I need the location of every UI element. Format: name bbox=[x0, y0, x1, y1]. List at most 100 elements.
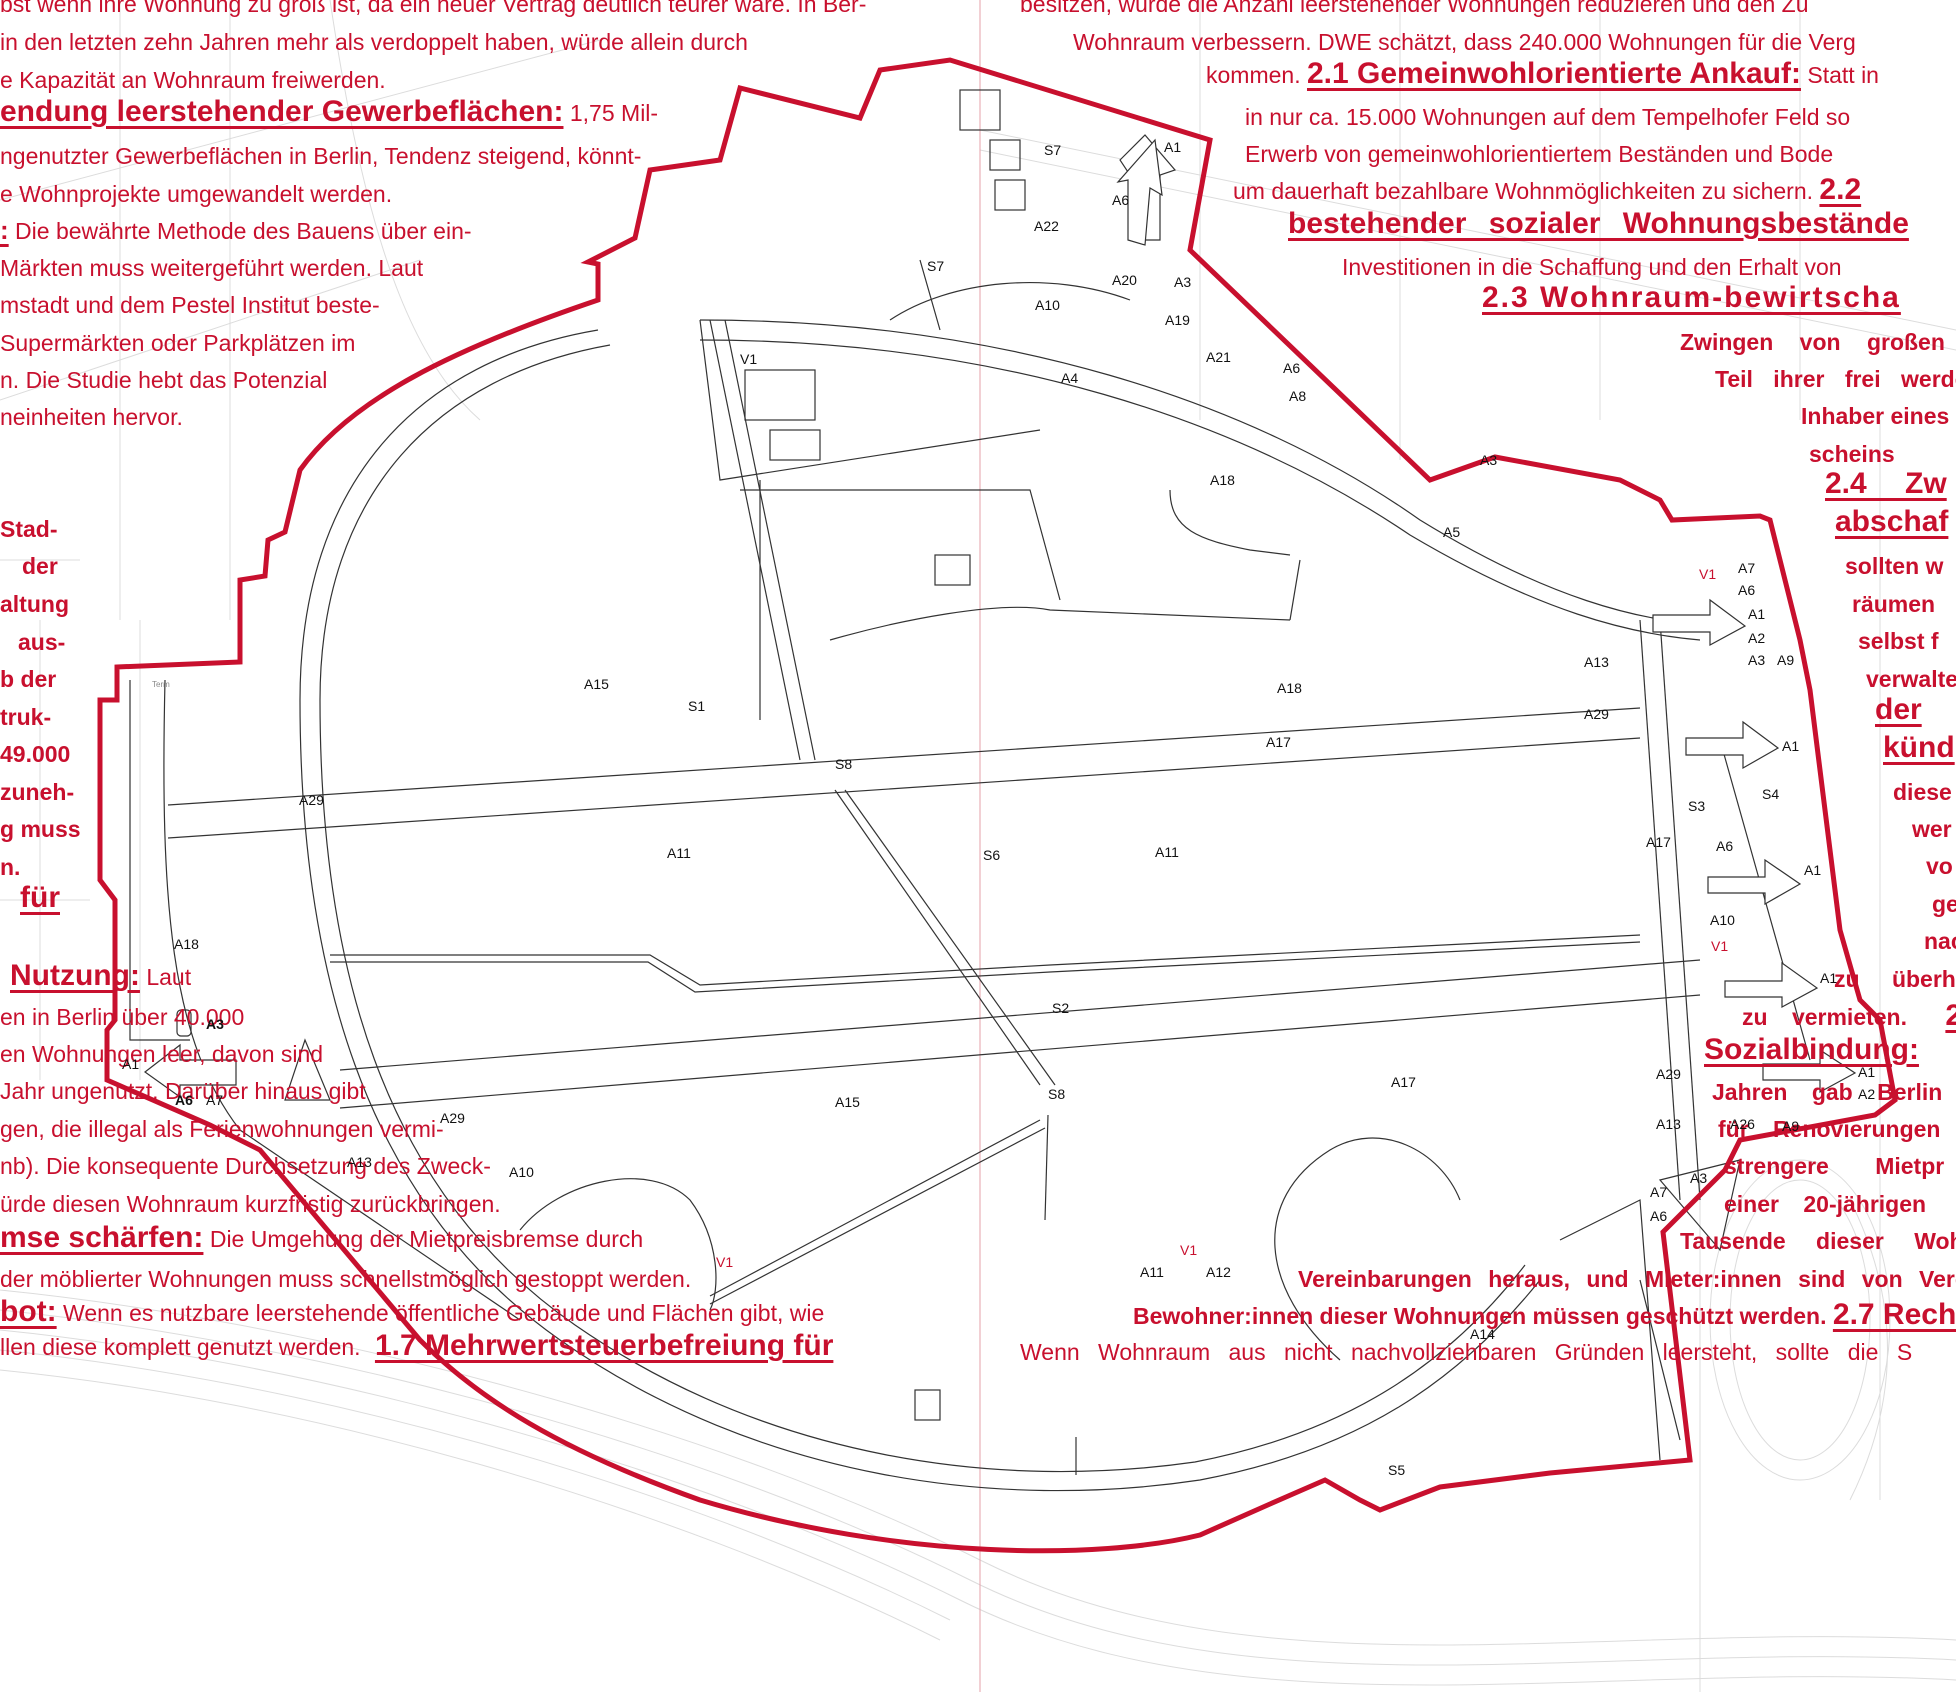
left-text-line: in den letzten zehn Jahren mehr als verd… bbox=[0, 29, 748, 55]
zone-label-a7: A7 bbox=[1650, 1184, 1668, 1200]
zone-label-a17: A17 bbox=[1646, 834, 1671, 850]
zone-label-a7: A7 bbox=[206, 1092, 224, 1108]
section-2-2: bestehender sozialer Wohnungsbestände bbox=[1288, 209, 1909, 239]
right-text-line: sollten w bbox=[1845, 553, 1944, 579]
left-fragment: n. bbox=[0, 854, 21, 880]
zone-label-a11: A11 bbox=[667, 845, 691, 861]
zone-label-s2: S2 bbox=[1052, 1000, 1070, 1016]
section-heading: 2.7 Rech bbox=[1832, 1298, 1956, 1331]
arrow-right-icon bbox=[1707, 858, 1802, 906]
zone-label-a29: A29 bbox=[440, 1110, 465, 1126]
left-fragment: aus- bbox=[18, 629, 66, 655]
left-fragment: Stad- bbox=[0, 516, 58, 542]
zone-label-a1: A1 bbox=[1804, 862, 1822, 878]
section-heading: abschaf bbox=[1835, 505, 1949, 538]
section-heading: 1.7 Mehrwertsteuerbefreiung für bbox=[374, 1329, 834, 1362]
zone-label-a19: A19 bbox=[1165, 312, 1190, 328]
zone-label-s1: S1 bbox=[688, 698, 706, 714]
zone-label-a29: A29 bbox=[299, 792, 324, 808]
zone-label-a2: A2 bbox=[1858, 1086, 1876, 1102]
section-2-5: der bbox=[1875, 693, 1922, 726]
site-boundary bbox=[97, 57, 1898, 1554]
zone-label-a20: A20 bbox=[1112, 272, 1137, 288]
zone-label-a14: A14 bbox=[1470, 1326, 1495, 1342]
right-text-line: Jahren gab Berlin bbox=[1712, 1079, 1943, 1105]
right-text-line: Tausende dieser Woh bbox=[1680, 1228, 1956, 1254]
section-heading: mse schärfen: bbox=[0, 1221, 204, 1254]
left-text-line: mstadt und dem Pestel Institut beste- bbox=[0, 292, 380, 318]
section-2-5b: künd bbox=[1883, 733, 1955, 763]
left-text-line: bst wenn ihre Wohnung zu groß ist, da ei… bbox=[0, 0, 867, 17]
zone-label-a29: A29 bbox=[1656, 1066, 1681, 1082]
arrow-up-icon bbox=[1116, 138, 1163, 246]
section-2-6: Sozialbindung: bbox=[1704, 1035, 1919, 1065]
zone-label-a15: A15 bbox=[835, 1094, 860, 1110]
zone-label-a10: A10 bbox=[509, 1164, 534, 1180]
left-text-line: e Kapazität an Wohnraum freiwerden. bbox=[0, 67, 386, 93]
zone-label-a3: A3 bbox=[206, 1016, 224, 1032]
right-text-line: zu überh bbox=[1834, 966, 1956, 992]
zone-label-v1: V1 bbox=[1180, 1242, 1198, 1258]
left-fragment: b der bbox=[0, 666, 57, 692]
zone-label-a22: A22 bbox=[1034, 218, 1059, 234]
right-text-line: wer bbox=[1912, 816, 1952, 842]
zone-label-v1: V1 bbox=[1699, 566, 1717, 582]
left-text-line: nb). Die konsequente Durchsetzung des Zw… bbox=[0, 1153, 491, 1179]
right-text-line: räumen bbox=[1852, 591, 1936, 617]
left-side-heading: für bbox=[20, 881, 60, 914]
zone-label-a6: A6 bbox=[1283, 360, 1301, 376]
right-text-line: besitzen, würde die Anzahl leerstehender… bbox=[1020, 0, 1809, 17]
right-text-line: Inhaber eines bbox=[1801, 403, 1950, 429]
zone-label-v1: V1 bbox=[740, 351, 758, 367]
right-text-line: scheins bbox=[1809, 441, 1895, 467]
zone-label-a1: A1 bbox=[1748, 606, 1766, 622]
zone-label-a7: A7 bbox=[1738, 560, 1756, 576]
zone-label-a3: A3 bbox=[1748, 652, 1766, 668]
right-text-line: selbst f bbox=[1858, 628, 1939, 654]
right-text-line: um dauerhaft bezahlbare Wohnmöglichkeite… bbox=[1233, 173, 1862, 206]
right-text-line: für Renovierungen bbox=[1718, 1116, 1941, 1142]
zone-label-a15: A15 bbox=[584, 676, 609, 692]
field-geometry bbox=[129, 89, 1811, 1492]
left-text-line: en in Berlin über 40.000 bbox=[0, 1004, 245, 1030]
zone-label-a11: A11 bbox=[1155, 844, 1179, 860]
zone-label-a11: A11 bbox=[1140, 1264, 1164, 1280]
zone-label-a8: A8 bbox=[1289, 388, 1307, 404]
section-heading: 2.2 bbox=[1819, 173, 1862, 206]
zone-label-a6: A6 bbox=[1112, 192, 1130, 208]
section-2-3: 2.3 Wohnraum-bewirtscha bbox=[1482, 283, 1901, 313]
zone-label-s8: S8 bbox=[835, 756, 853, 772]
section-mietpreis: mse schärfen: Die Umgehung der Mietpreis… bbox=[0, 1221, 644, 1254]
zone-label-a18: A18 bbox=[1210, 472, 1235, 488]
right-text-line: Zwingen von großen bbox=[1680, 329, 1945, 355]
zone-label-a13: A13 bbox=[1656, 1116, 1681, 1132]
zone-label-s8: S8 bbox=[1048, 1086, 1066, 1102]
zone-label-a6: A6 bbox=[1650, 1208, 1668, 1224]
left-text-line: neinheiten hervor. bbox=[0, 404, 183, 430]
zone-label-a9: A9 bbox=[1777, 652, 1795, 668]
section-gebot: bot: Wenn es nutzbare leerstehende öffen… bbox=[0, 1295, 825, 1328]
section-gewerbe: endung leerstehender Gewerbeflächen: 1,7… bbox=[0, 95, 659, 128]
zone-label-a2: A2 bbox=[1748, 630, 1766, 646]
left-text-line: e Wohnprojekte umgewandelt werden. bbox=[0, 181, 393, 207]
arrow-right-icon bbox=[1685, 720, 1780, 770]
arrow-left-icon bbox=[143, 1043, 237, 1099]
right-text-line: Vereinbarungen heraus, und Mieter:innen … bbox=[1298, 1266, 1956, 1292]
right-text-line: Erwerb von gemeinwohlorientiertem Bestän… bbox=[1245, 141, 1834, 167]
section-nutzung: Nutzung: Laut bbox=[10, 959, 192, 992]
left-text-line: en Wohnungen leer, davon sind bbox=[0, 1041, 324, 1067]
zone-label-a10: A10 bbox=[1035, 297, 1060, 313]
left-fragment: der bbox=[22, 553, 58, 579]
arrow-right-icon bbox=[1724, 961, 1819, 1009]
arrow-icons bbox=[143, 138, 1857, 1099]
zone-label-a6: A6 bbox=[175, 1092, 193, 1108]
zone-label-a6: A6 bbox=[1716, 838, 1734, 854]
zone-label-a13: A13 bbox=[1584, 654, 1609, 670]
section-heading: der bbox=[1875, 693, 1922, 726]
right-text-line: Investitionen in die Schaffung und den E… bbox=[1342, 254, 1842, 280]
zone-label-a18: A18 bbox=[1277, 680, 1302, 696]
right-text-line: Wenn Wohnraum aus nicht nachvollziehbare… bbox=[1020, 1339, 1913, 1365]
section-heading: Nutzung: bbox=[10, 959, 140, 992]
zone-label-s5: S5 bbox=[1388, 1462, 1406, 1478]
